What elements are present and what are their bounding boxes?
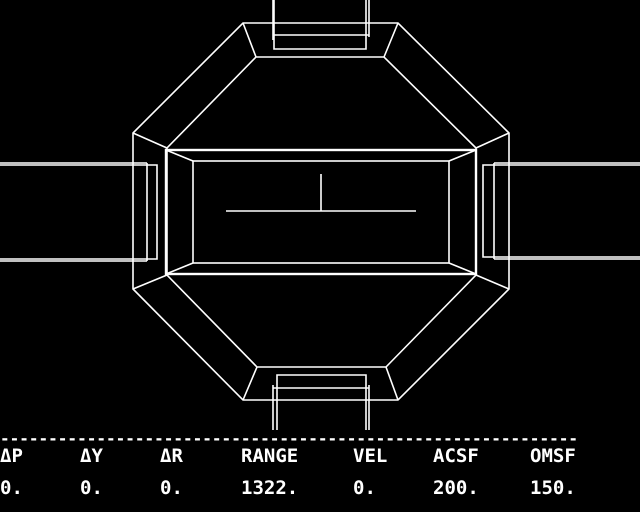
omsf-value: 150. xyxy=(530,477,576,499)
velocity-label: VEL xyxy=(353,445,388,467)
range-value: 1322. xyxy=(241,477,299,499)
acsf-value: 200. xyxy=(433,477,479,499)
delta-pitch-value: 0. xyxy=(0,477,23,499)
acsf-label: ACSF xyxy=(433,445,479,467)
delta-roll-value: 0. xyxy=(160,477,183,499)
top-module xyxy=(272,0,370,50)
docking-port-wireframe xyxy=(0,0,640,430)
delta-pitch-label: ΔP xyxy=(0,445,23,467)
range-label: RANGE xyxy=(241,445,299,467)
crosshair-target xyxy=(226,174,416,212)
right-module xyxy=(482,162,640,260)
docking-hatch xyxy=(164,148,478,276)
delta-roll-label: ΔR xyxy=(160,445,183,467)
delta-yaw-value: 0. xyxy=(80,477,103,499)
left-module xyxy=(0,162,158,262)
delta-yaw-label: ΔY xyxy=(80,445,103,467)
hud-divider: ----------------------------------------… xyxy=(0,431,578,447)
velocity-value: 0. xyxy=(353,477,376,499)
omsf-label: OMSF xyxy=(530,445,576,467)
bottom-module xyxy=(272,374,370,430)
